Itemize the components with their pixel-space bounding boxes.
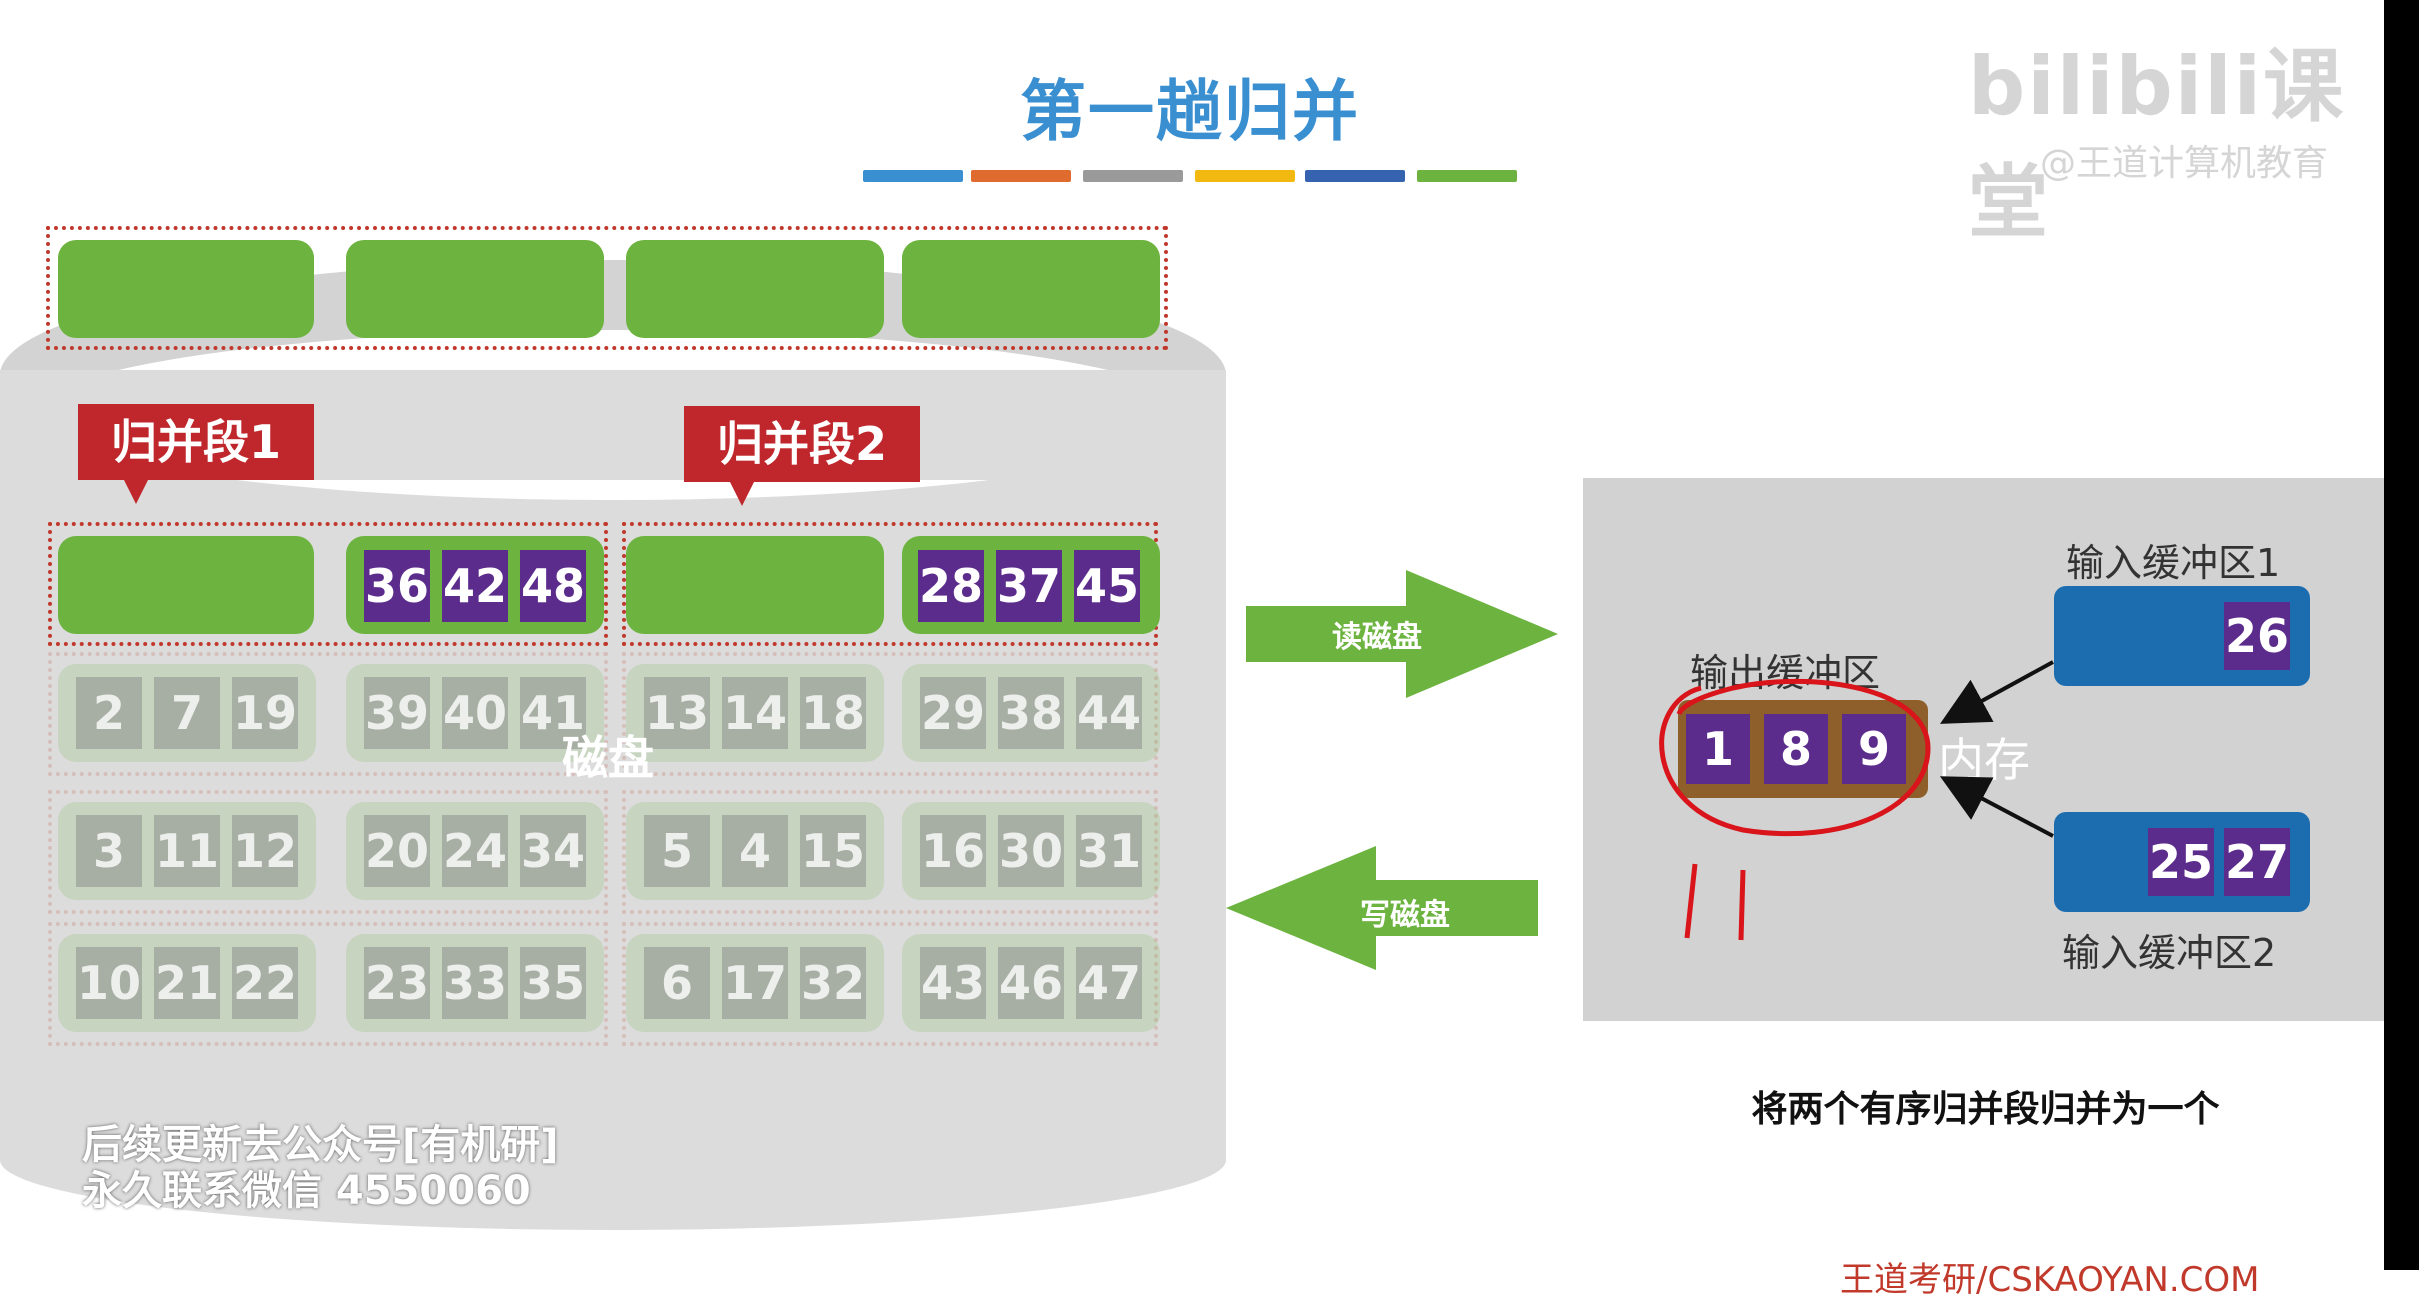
faint-record-value: 17 <box>722 947 788 1019</box>
faint-record-value: 11 <box>154 815 220 887</box>
top-block-1 <box>58 240 314 338</box>
watermark-line-2: 永久联系微信 4550060 <box>82 1168 531 1214</box>
faint-block <box>902 934 1160 1032</box>
record-value: 45 <box>1074 550 1140 622</box>
input-buffer-2-label: 输入缓冲区2 <box>2062 931 2277 975</box>
faint-block <box>626 664 884 762</box>
faint-record-value: 12 <box>232 815 298 887</box>
faint-record-value: 44 <box>1076 677 1142 749</box>
bilibili-logo: bilibili课堂 <box>1968 40 2346 249</box>
faint-segment-frame <box>622 652 1158 776</box>
faint-record-value: 15 <box>800 815 866 887</box>
faint-record-value: 40 <box>442 677 508 749</box>
faint-segment-frame <box>48 922 608 1046</box>
buffer-pointer-arrows <box>1659 660 2054 941</box>
watermark-line-1: 后续更新去公众号[有机研] <box>82 1122 559 1168</box>
faint-record-value: 6 <box>644 947 710 1019</box>
faint-record-value: 14 <box>722 677 788 749</box>
top-block-3 <box>626 240 884 338</box>
screen-edge <box>2384 0 2419 1270</box>
faint-record-value: 13 <box>644 677 710 749</box>
disk-side <box>0 372 1226 1162</box>
faint-block <box>58 664 316 762</box>
footer-url: 王道考研/CSKAOYAN.COM <box>1840 1260 2260 1300</box>
write-disk-label: 写磁盘 <box>1360 898 1450 933</box>
top-block-4 <box>902 240 1160 338</box>
color-bar-3 <box>1083 170 1183 182</box>
faint-record-value: 5 <box>644 815 710 887</box>
faint-block <box>346 664 604 762</box>
record-value: 48 <box>520 550 586 622</box>
faint-record-value: 23 <box>364 947 430 1019</box>
faint-record-value: 32 <box>800 947 866 1019</box>
faint-record-value: 16 <box>920 815 986 887</box>
faint-record-value: 10 <box>76 947 142 1019</box>
faint-record-value: 19 <box>232 677 298 749</box>
slide-title: 第一趟归并 <box>1020 73 1360 150</box>
faint-record-value: 30 <box>998 815 1064 887</box>
faint-record-value: 31 <box>1076 815 1142 887</box>
faint-record-value: 34 <box>520 815 586 887</box>
faint-record-value: 4 <box>722 815 788 887</box>
faint-record-value: 46 <box>998 947 1064 1019</box>
read-disk-label: 读磁盘 <box>1332 620 1422 655</box>
faint-block <box>58 802 316 900</box>
faint-record-value: 29 <box>920 677 986 749</box>
faint-record-value: 20 <box>364 815 430 887</box>
buffer-value: 9 <box>1842 714 1906 784</box>
faint-block <box>902 802 1160 900</box>
faint-record-value: 22 <box>232 947 298 1019</box>
faint-record-value: 41 <box>520 677 586 749</box>
record-value: 28 <box>918 550 984 622</box>
slide-caption: 将两个有序归并段归并为一个 <box>1751 1089 2220 1130</box>
faint-record-value: 24 <box>442 815 508 887</box>
color-bar-2 <box>971 170 1071 182</box>
faint-record-value: 2 <box>76 677 142 749</box>
faint-block <box>626 802 884 900</box>
buffer-value: 8 <box>1764 714 1828 784</box>
color-bar-4 <box>1195 170 1295 182</box>
segment-1-empty-block <box>58 536 314 634</box>
top-block-2 <box>346 240 604 338</box>
disk-label: 磁盘 <box>562 731 654 785</box>
faint-record-value: 43 <box>920 947 986 1019</box>
faint-record-value: 7 <box>154 677 220 749</box>
faint-segment-frame <box>622 790 1158 914</box>
record-value: 37 <box>996 550 1062 622</box>
faint-record-value: 18 <box>800 677 866 749</box>
faint-block <box>346 802 604 900</box>
segment-1-frame <box>48 522 608 646</box>
faint-segment-frame <box>622 922 1158 1046</box>
read-disk-arrow <box>1246 570 1558 698</box>
faint-block <box>346 934 604 1032</box>
faint-record-value: 47 <box>1076 947 1142 1019</box>
segment-label-1: 归并段1 <box>78 404 314 504</box>
faint-block <box>58 934 316 1032</box>
input-buffer-1-label: 输入缓冲区1 <box>2066 541 2281 585</box>
faint-record-value: 33 <box>442 947 508 1019</box>
faint-record-value: 39 <box>364 677 430 749</box>
faint-block <box>626 934 884 1032</box>
buffer-value: 26 <box>2224 602 2290 670</box>
faint-segment-frame <box>48 652 608 776</box>
segment-label-2: 归并段2 <box>684 406 920 506</box>
top-block-row <box>46 226 1168 350</box>
buffer-value: 1 <box>1686 714 1750 784</box>
faint-segment-frame <box>48 790 608 914</box>
faint-record-value: 38 <box>998 677 1064 749</box>
segment-2-empty-block <box>626 536 884 634</box>
record-value: 36 <box>364 550 430 622</box>
faint-record-value: 21 <box>154 947 220 1019</box>
bilibili-subtitle: @王道计算机教育 <box>2040 143 2329 184</box>
faint-block <box>902 664 1160 762</box>
faint-record-value: 3 <box>76 815 142 887</box>
write-disk-arrow <box>1226 846 1538 970</box>
color-bar-1 <box>863 170 963 182</box>
faint-record-value: 35 <box>520 947 586 1019</box>
color-bar-6 <box>1417 170 1517 182</box>
record-value: 42 <box>442 550 508 622</box>
buffer-value: 25 <box>2148 828 2214 896</box>
buffer-value: 27 <box>2224 828 2290 896</box>
color-bar-5 <box>1305 170 1405 182</box>
